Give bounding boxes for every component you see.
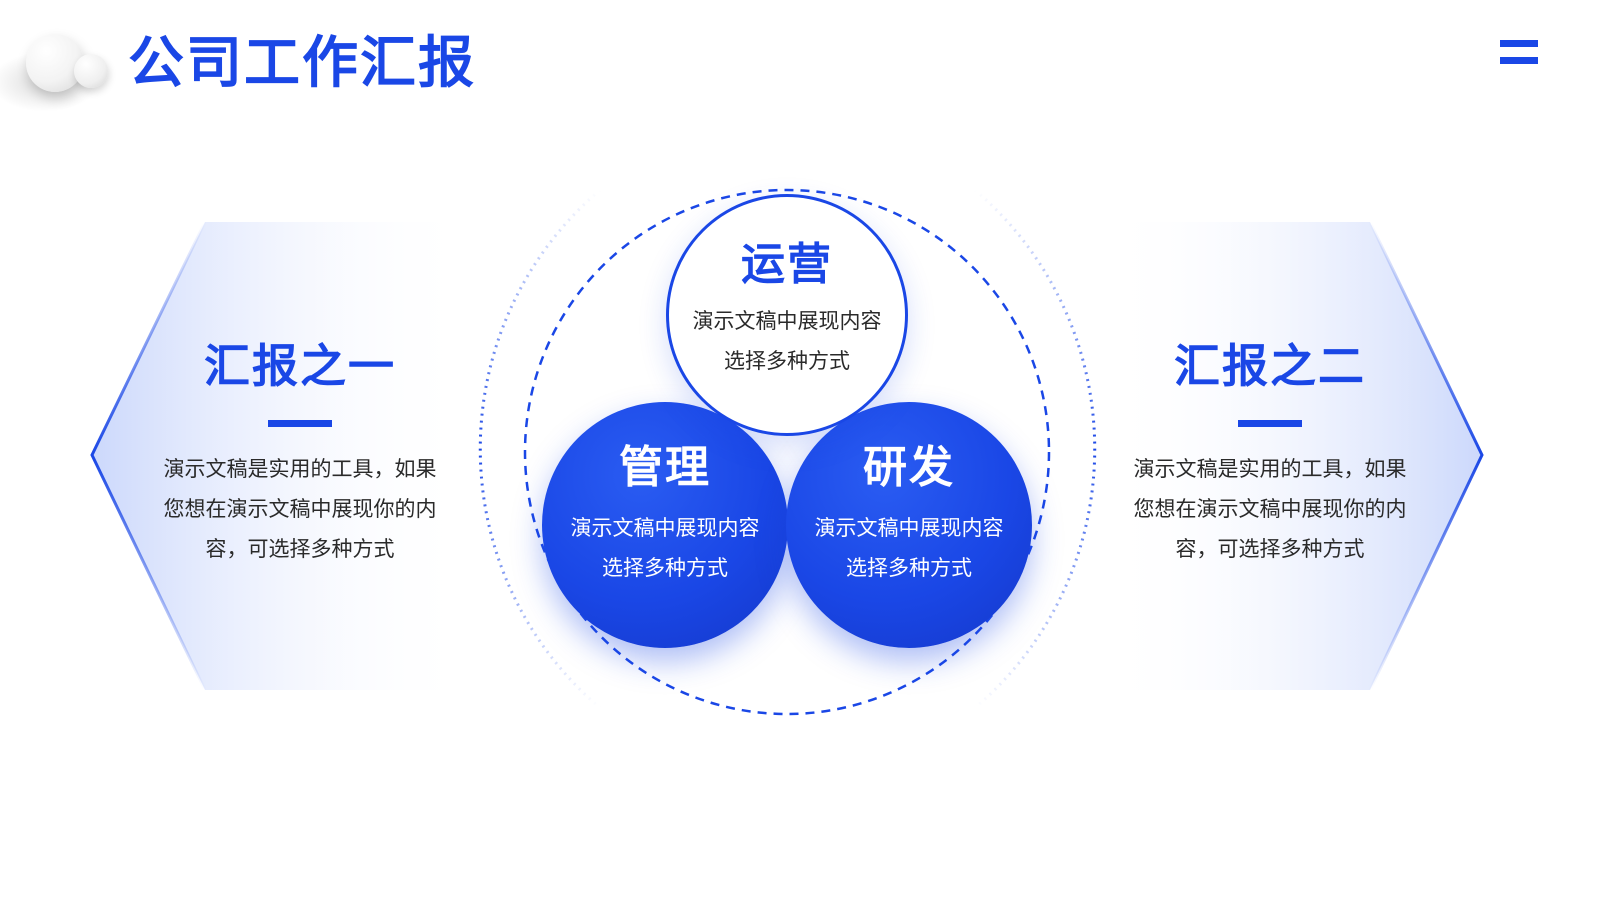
- menu-icon-bar: [1500, 40, 1538, 47]
- node-management-title: 管理: [619, 442, 711, 493]
- node-operations-text: 演示文稿中展现内容选择多种方式: [692, 309, 882, 373]
- diagram-node-rnd: 研发 演示文稿中展现内容选择多种方式: [786, 402, 1032, 648]
- diagram-node-management: 管理 演示文稿中展现内容选择多种方式: [542, 402, 788, 648]
- left-hexagon-edge: [90, 221, 207, 691]
- right-panel-text: 演示文稿是实用的工具，如果您想在演示文稿中展现你的内容，可选择多种方式: [1133, 457, 1407, 561]
- node-management-text: 演示文稿中展现内容选择多种方式: [570, 516, 760, 580]
- right-panel-title: 汇报之二: [1174, 339, 1366, 393]
- left-panel: 汇报之一 演示文稿是实用的工具，如果您想在演示文稿中展现你的内容，可选择多种方式: [150, 336, 450, 569]
- node-rnd-text: 演示文稿中展现内容选择多种方式: [814, 516, 1004, 580]
- header-decoration: [0, 22, 115, 112]
- inner-dashed-ring: [523, 188, 1051, 716]
- left-panel-title: 汇报之一: [204, 339, 396, 393]
- diagram-node-operations: 运营 演示文稿中展现内容选择多种方式: [666, 194, 908, 436]
- node-operations-title: 运营: [741, 239, 833, 290]
- left-hexagon-shape: [92, 222, 470, 690]
- outer-dotted-arc-left: [478, 188, 601, 710]
- node-rnd-title: 研发: [863, 442, 955, 493]
- outer-dotted-arc-right: [974, 188, 1097, 710]
- right-hexagon-shape: [1105, 222, 1482, 690]
- menu-icon[interactable]: [1500, 40, 1538, 64]
- left-panel-text: 演示文稿是实用的工具，如果您想在演示文稿中展现你的内容，可选择多种方式: [163, 457, 437, 561]
- left-panel-divider: [268, 420, 332, 427]
- right-panel-divider: [1238, 420, 1302, 427]
- deco-sphere-large: [26, 34, 84, 92]
- menu-icon-bar: [1500, 57, 1538, 64]
- right-panel: 汇报之二 演示文稿是实用的工具，如果您想在演示文稿中展现你的内容，可选择多种方式: [1120, 336, 1420, 569]
- page-title: 公司工作汇报: [128, 31, 476, 96]
- deco-sphere-small: [74, 54, 108, 88]
- right-hexagon-edge: [1368, 221, 1484, 691]
